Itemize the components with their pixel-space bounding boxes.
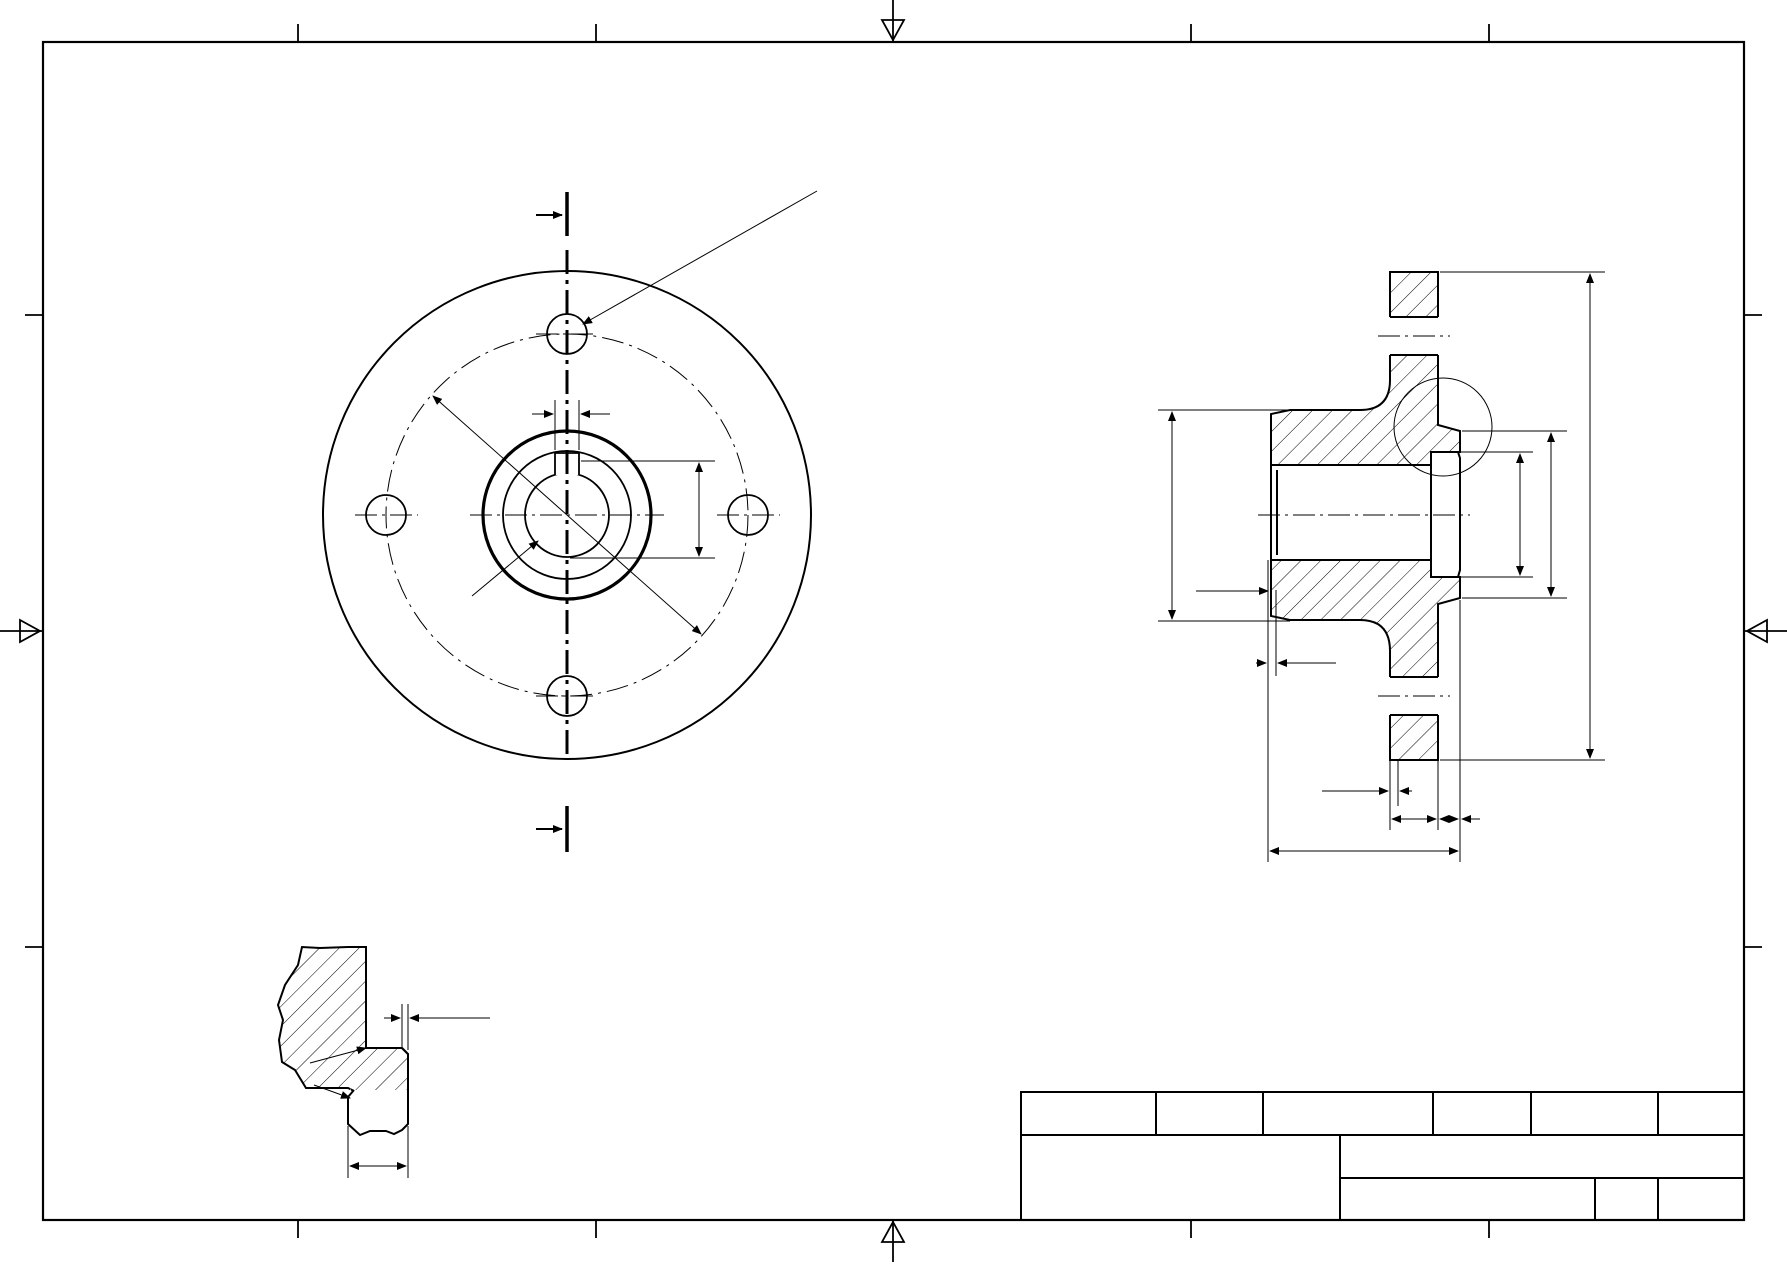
title-block-row1-dividers (1155, 1092, 1659, 1135)
section-upper-material (1270, 271, 1461, 466)
detail-material (276, 945, 409, 1095)
centering-mark-right (1744, 618, 1787, 644)
section-view (1158, 271, 1605, 862)
detail-groove-outline (347, 1089, 409, 1137)
hole-leader (582, 190, 818, 325)
title-block-frame (1020, 1091, 1745, 1221)
front-view (322, 190, 818, 852)
zone-ticks-left (25, 314, 43, 948)
bore-dim-leader (471, 540, 539, 597)
detail-marker-circle (1393, 377, 1493, 477)
bolt-hole-edges (1389, 272, 1439, 760)
keyway-width-dim (532, 400, 610, 450)
zone-ticks-bottom (297, 1220, 1490, 1238)
zone-ticks-right (1744, 314, 1762, 948)
centering-mark-bottom (880, 1220, 906, 1262)
keyway-depth-dim (570, 460, 715, 559)
title-block (1020, 1091, 1745, 1221)
centering-mark-left (0, 618, 43, 644)
detail-view (276, 945, 490, 1178)
section-dimensions (1158, 271, 1605, 862)
detail-dimensions (309, 1004, 490, 1178)
section-lower-material (1270, 559, 1461, 761)
zone-ticks-top (297, 24, 1490, 42)
section-centerlines (1258, 335, 1470, 697)
bolt-circle-dim (432, 395, 702, 635)
centering-mark-top (880, 0, 906, 42)
